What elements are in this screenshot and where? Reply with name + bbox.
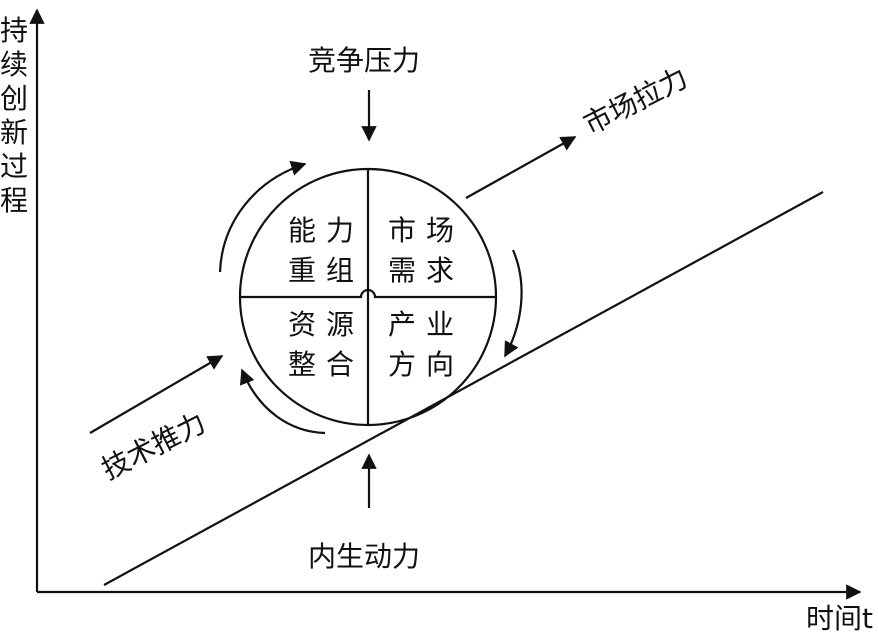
market-pull-label: 市场拉力 [578, 61, 693, 141]
quadrant-bottom-left-line-2: 整合 [288, 348, 364, 381]
rotation-arc-right [504, 249, 523, 358]
quadrant-bottom-right-line-2: 方向 [388, 348, 464, 381]
y-axis-label-char-1: 持 [0, 14, 28, 47]
y-axis-label-char-2: 续 [0, 48, 28, 81]
competition-pressure-label: 竞争压力 [308, 44, 420, 77]
x-axis-label: 时间t [806, 602, 873, 634]
market-pull-arrow [465, 136, 577, 199]
internal-drive-label: 内生动力 [308, 540, 420, 573]
y-axis-label-char-4: 新 [0, 116, 28, 149]
quadrant-top-left-line-1: 能力 [288, 214, 364, 247]
y-axis-label-char-6: 程 [0, 184, 28, 217]
quadrant-bottom-right-line-1: 产业 [388, 308, 464, 341]
incline-line [103, 191, 824, 586]
circle-divider-horizontal [240, 288, 496, 299]
tech-push-arrow [89, 355, 224, 434]
rotation-arc-top-left [218, 160, 307, 273]
quadrant-top-left-line-2: 重组 [288, 254, 364, 287]
y-axis-label-char-5: 过 [0, 150, 28, 183]
rotation-arc-bottom-left [240, 368, 326, 435]
quadrant-bottom-left-line-1: 资源 [288, 308, 364, 341]
y-axis-label-char-3: 创 [0, 82, 28, 115]
quadrant-top-right-line-1: 市场 [388, 214, 464, 247]
quadrant-top-right-line-2: 需求 [388, 254, 464, 287]
tech-push-label: 技术推力 [96, 406, 211, 486]
